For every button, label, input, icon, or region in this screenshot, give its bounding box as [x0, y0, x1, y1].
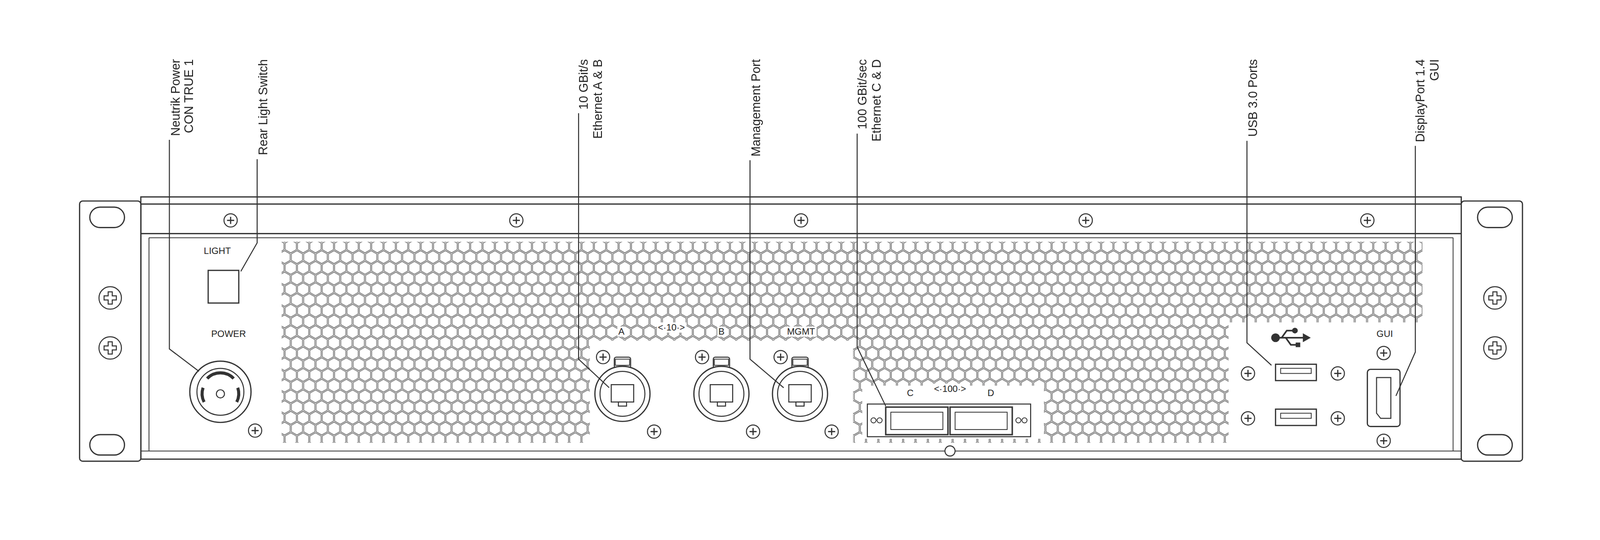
- panel-line: [148, 237, 150, 452]
- dp-port: [1376, 377, 1391, 419]
- plate-hole: [1015, 417, 1021, 423]
- plate-hole: [871, 417, 877, 423]
- rack-ear-plate: [79, 200, 142, 462]
- ear-slot: [89, 207, 125, 228]
- panel-line: [1452, 237, 1454, 452]
- panel-label: POWER: [209, 328, 247, 339]
- vent: [281, 242, 1424, 446]
- callout-text: DisplayPort 1.4: [1413, 59, 1428, 143]
- leader-line: [1246, 140, 1272, 366]
- port-label: MGMT: [785, 326, 817, 337]
- ethernet-ports: [595, 350, 839, 439]
- pin-slot: [207, 372, 234, 379]
- displayport: [1367, 346, 1401, 448]
- qsfp-plate: [867, 403, 1031, 437]
- callout-text: 100 GBit/sec: [855, 59, 869, 130]
- power-connector: [189, 361, 262, 438]
- lip-line: [140, 232, 1462, 235]
- speed-label: <·100·>: [932, 383, 968, 394]
- pin-slot: [236, 387, 239, 403]
- callout-text: Ethernet A & B: [591, 59, 605, 139]
- plate-hole: [877, 417, 883, 423]
- qsfp-cage: [885, 407, 949, 435]
- callout-text: 10 GBit/s: [577, 59, 591, 110]
- panel-label: LIGHT: [202, 245, 232, 256]
- rack-ear: [79, 200, 142, 462]
- qsfp-opening: [890, 412, 944, 430]
- callout-text: Ethernet C & D: [869, 59, 883, 142]
- ear-slot: [1477, 207, 1513, 228]
- usb-ports: [1241, 328, 1345, 426]
- callout-text: CON TRUE 1: [182, 59, 196, 133]
- callout-text: Rear Light Switch: [256, 59, 271, 155]
- panel-line: [140, 450, 1462, 452]
- usb-symbol: [1271, 328, 1310, 348]
- port-label: GUI: [1375, 328, 1394, 339]
- connector-inner: [197, 368, 244, 416]
- lip-line: [140, 203, 1462, 205]
- qsfp-opening: [954, 412, 1008, 430]
- callout-text: Management Port: [749, 59, 763, 157]
- callout-text: Neutrik Power: [168, 59, 183, 137]
- qsfp-ports: [867, 403, 1031, 457]
- rack-ear-plate: [1461, 200, 1523, 462]
- status-led: [944, 446, 955, 457]
- port-label: B: [717, 326, 726, 337]
- chassis: [140, 197, 1462, 460]
- usb-tongue: [1280, 368, 1312, 374]
- leader-line: [240, 159, 258, 272]
- ear-slot: [1477, 434, 1513, 456]
- leader-line: [578, 113, 610, 388]
- usb-port: [1275, 409, 1317, 426]
- panel-line: [148, 237, 1454, 239]
- usb-port: [1275, 364, 1317, 381]
- switch-button: [208, 270, 239, 304]
- port-label: C: [905, 387, 915, 398]
- vent-cutout: [1228, 322, 1424, 445]
- chassis-outline: [140, 197, 1462, 460]
- port-label: A: [617, 326, 626, 337]
- connector-outer: [189, 361, 252, 423]
- qsfp-cage: [949, 407, 1013, 435]
- leader-line: [750, 160, 784, 388]
- leader-line: [857, 133, 886, 407]
- plate-hole: [1021, 417, 1027, 423]
- pin: [216, 389, 225, 398]
- callout-text: USB 3.0 Ports: [1246, 59, 1260, 137]
- ear-slot: [89, 434, 125, 456]
- dp-frame: [1367, 369, 1401, 427]
- leader-line: [1395, 145, 1416, 396]
- rack-ear: [1461, 200, 1523, 462]
- callout-text: GUI: [1428, 59, 1442, 82]
- port-label: D: [986, 387, 996, 398]
- speed-label: <·10·>: [656, 322, 687, 333]
- light-switch: [208, 270, 239, 304]
- usb-tongue: [1280, 413, 1312, 419]
- vent-cutout: [590, 340, 854, 445]
- pin-slot: [202, 387, 205, 403]
- leader-line: [169, 139, 199, 372]
- lip-screws: [224, 213, 1374, 227]
